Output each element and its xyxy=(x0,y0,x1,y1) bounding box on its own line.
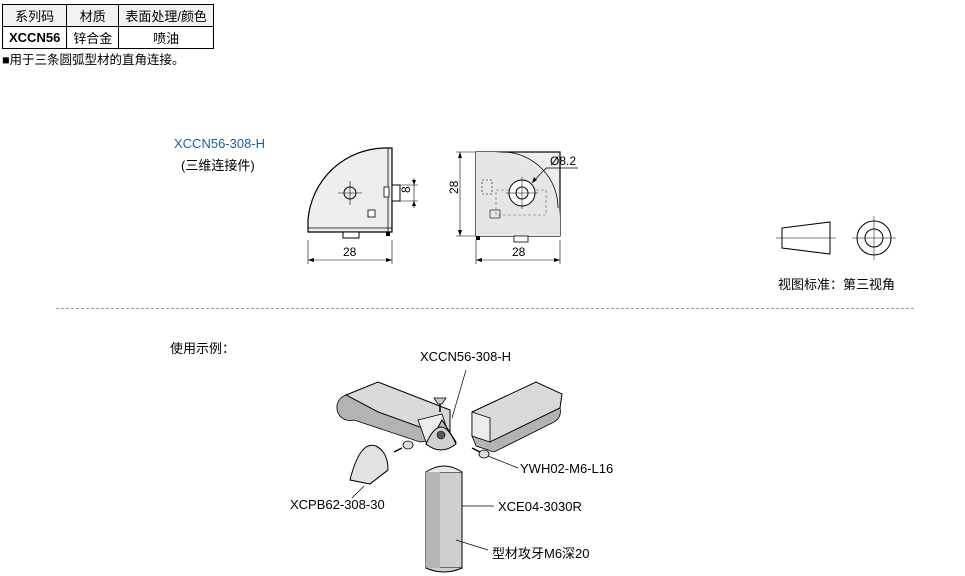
part-code-title: XCCN56-308-H xyxy=(174,136,266,151)
cell-series-code: XCCN56 xyxy=(1,26,68,49)
header-series-code: 系列码 xyxy=(1,4,68,27)
callout-profile: XCE04-3030R xyxy=(498,499,582,514)
front-height-label: 28 xyxy=(447,180,461,194)
hole-diameter-label: Ø8.2 xyxy=(550,154,576,168)
header-material: 材质 xyxy=(66,4,120,27)
callout-connector: XCCN56-308-H xyxy=(420,349,512,364)
callout-cap: XCPB62-308-30 xyxy=(290,497,385,512)
assembly-exploded-drawing xyxy=(336,369,563,573)
spec-table-row: XCCN56 锌合金 喷油 xyxy=(1,26,214,49)
spec-table-header: 系列码 材质 表面处理/颜色 xyxy=(1,4,214,27)
header-finish: 表面处理/颜色 xyxy=(118,4,214,27)
view-standard-label: 视图标准：第三视角 xyxy=(778,277,896,292)
cell-finish: 喷油 xyxy=(118,26,214,49)
example-title: 使用示例： xyxy=(170,341,236,356)
spec-table: 系列码 材质 表面处理/颜色 XCCN56 锌合金 喷油 xyxy=(1,4,214,49)
part-name-subtitle: (三维连接件) xyxy=(181,158,255,173)
slot-dimension-label: 8 xyxy=(399,186,413,193)
front-view-drawing: 8 28 xyxy=(307,147,418,264)
cell-material: 锌合金 xyxy=(66,26,120,49)
side-view-drawing: 28 Ø8.2 28 xyxy=(447,151,578,264)
front-width-label: 28 xyxy=(343,245,357,259)
side-width-label: 28 xyxy=(512,245,526,259)
third-angle-projection-icon xyxy=(776,216,896,260)
callout-screw: YWH02-M6-L16 xyxy=(520,461,614,476)
usage-note: ■用于三条圆弧型材的直角连接。 xyxy=(2,53,185,67)
callout-tap: 型材攻牙M6深20 xyxy=(492,546,590,561)
section-divider xyxy=(56,308,914,309)
